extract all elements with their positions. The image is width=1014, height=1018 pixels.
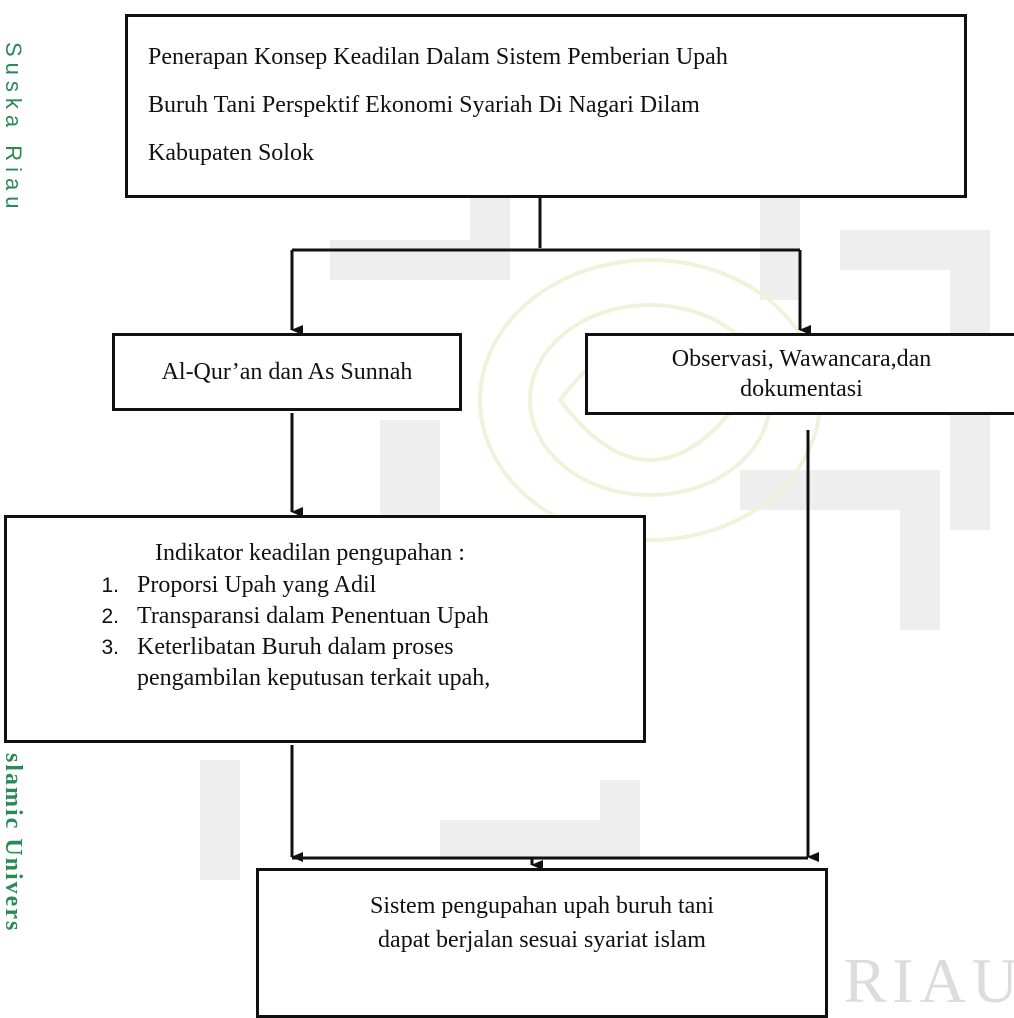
indicator-number xyxy=(27,663,137,694)
result-line-2: dapat berjalan sesuai syariat islam xyxy=(378,927,706,953)
main-box-line-3: Kabupaten Solok xyxy=(148,140,314,166)
indicator-number: 2. xyxy=(101,605,119,628)
indicator-text: Transparansi dalam Penentuan Upah xyxy=(137,603,489,629)
indicator-list: 1. Proporsi Upah yang Adil 2. Transparan… xyxy=(27,570,633,694)
methods-line-1: Observasi, Wawancara,dan xyxy=(671,346,932,372)
watermark-side-text-top: Suska Riau xyxy=(1,41,26,215)
main-concept-box: Penerapan Konsep Keadilan Dalam Sistem P… xyxy=(125,14,967,198)
indicator-text: Proporsi Upah yang Adil xyxy=(137,572,377,598)
indicator-item: pengambilan keputusan terkait upah, xyxy=(27,663,633,694)
indicator-item: 1. Proporsi Upah yang Adil xyxy=(27,570,633,601)
indicator-number: 3. xyxy=(101,636,119,659)
indicator-item: 2. Transparansi dalam Penentuan Upah xyxy=(27,601,633,632)
quran-sunnah-box: Al-Qur’an dan As Sunnah xyxy=(112,333,462,411)
indicator-title: Indikator keadilan pengupahan : xyxy=(155,540,465,566)
indicator-text: pengambilan keputusan terkait upah, xyxy=(137,665,491,691)
quran-sunnah-label: Al-Qur’an dan As Sunnah xyxy=(161,358,413,385)
indicator-box: Indikator keadilan pengupahan : 1. Propo… xyxy=(4,515,646,743)
result-line-1: Sistem pengupahan upah buruh tani xyxy=(370,893,714,919)
methods-line-2: dokumentasi xyxy=(740,376,863,402)
methods-box: Observasi, Wawancara,dan dokumentasi xyxy=(585,333,1014,415)
indicator-text: Keterlibatan Buruh dalam proses xyxy=(137,634,454,660)
watermark-side-text-bottom: slamic Univers xyxy=(0,753,26,933)
indicator-number: 1. xyxy=(101,574,119,597)
watermark-bottom-text: RIAU xyxy=(843,945,1014,1016)
main-box-line-2: Buruh Tani Perspektif Ekonomi Syariah Di… xyxy=(148,92,700,118)
indicator-item: 3. Keterlibatan Buruh dalam proses xyxy=(27,632,633,663)
main-box-line-1: Penerapan Konsep Keadilan Dalam Sistem P… xyxy=(148,44,728,70)
